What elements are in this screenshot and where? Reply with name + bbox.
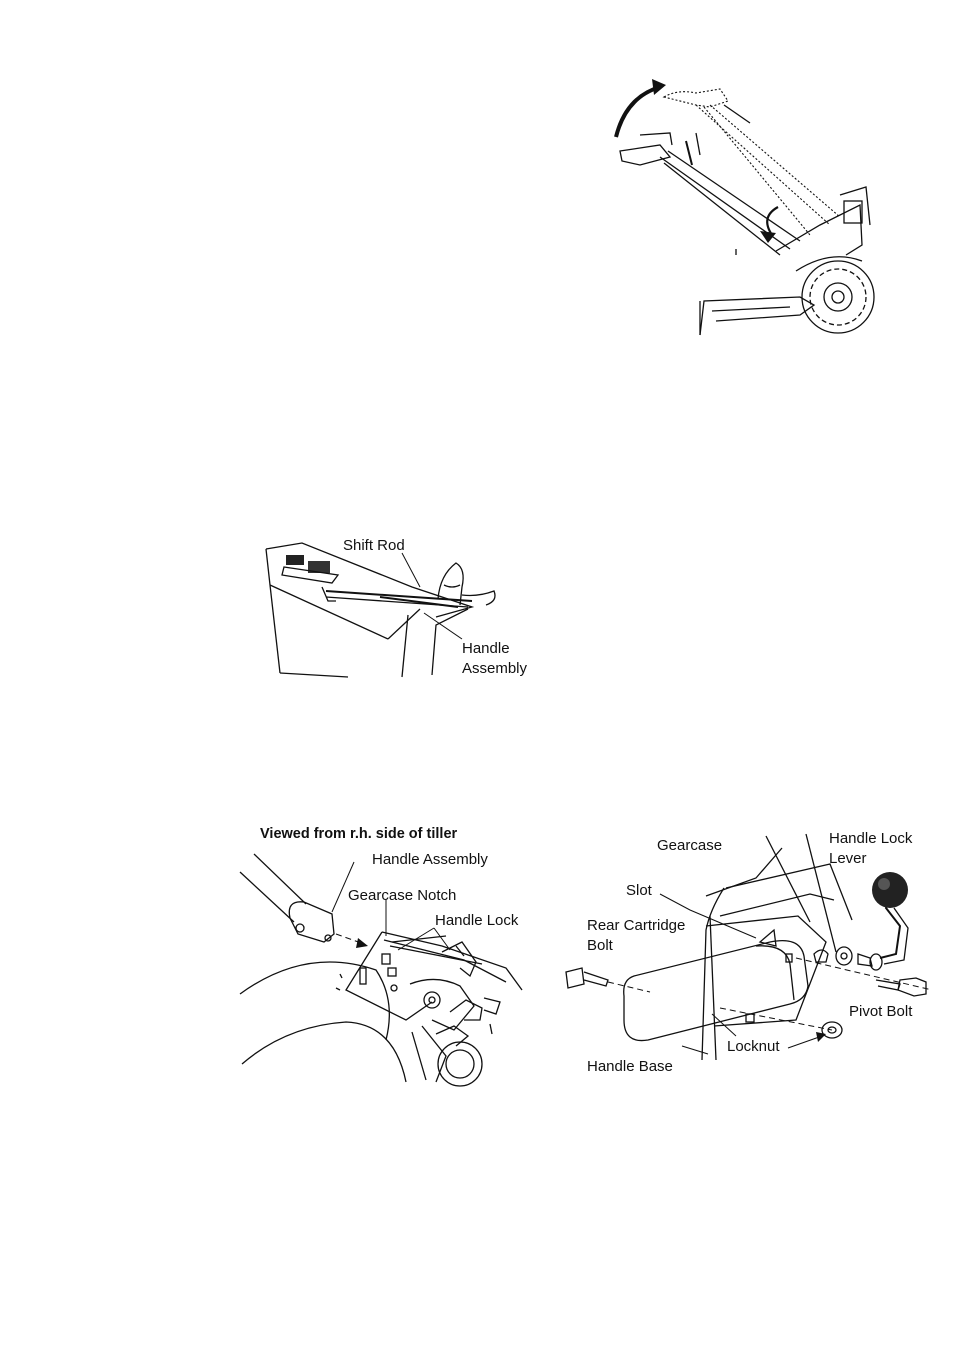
handle-assembly-label-line1: Handle: [462, 640, 510, 657]
handle-lock-lever-label-line2: Lever: [829, 850, 867, 867]
handle-base-label: Handle Base: [587, 1058, 673, 1075]
handle-lock-lever-label-line1: Handle Lock: [829, 830, 912, 847]
slot-label: Slot: [626, 882, 652, 899]
handle-assembly-label-line2: Assembly: [462, 660, 527, 677]
exploded-handle-illustration: [560, 830, 932, 1066]
rear-cartridge-bolt-label-line1: Rear Cartridge: [587, 917, 685, 934]
locknut-label: Locknut: [727, 1038, 780, 1055]
handle-raise-illustration: [600, 75, 895, 337]
rh-side-caption: Viewed from r.h. side of tiller: [260, 826, 457, 843]
rh-handle-lock-label: Handle Lock: [435, 912, 518, 929]
rear-cartridge-bolt-label-line2: Bolt: [587, 937, 613, 954]
rh-handle-assembly-label: Handle Assembly: [372, 851, 488, 868]
shift-rod-label: Shift Rod: [343, 537, 405, 554]
gearcase-notch-label: Gearcase Notch: [348, 887, 456, 904]
pivot-bolt-label: Pivot Bolt: [849, 1003, 912, 1020]
gearcase-label: Gearcase: [657, 837, 722, 854]
